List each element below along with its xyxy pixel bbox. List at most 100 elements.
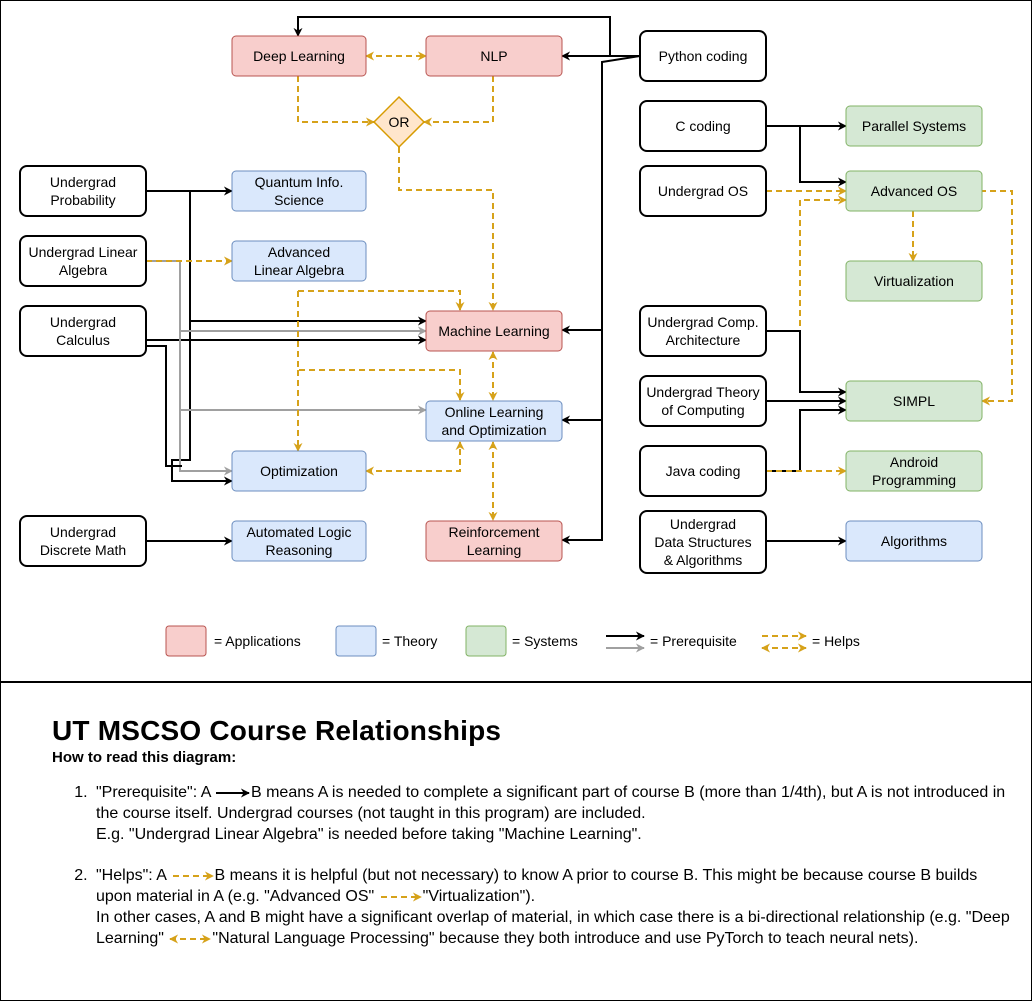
node-label: Undergrad OS xyxy=(658,183,748,199)
node-label: Programming xyxy=(872,472,956,488)
edge-linear-algebra-to-optimization xyxy=(179,410,233,476)
node-box xyxy=(639,510,767,574)
edge-comp-arch-to-simpl xyxy=(766,330,847,397)
node-algorithms: Algorithms xyxy=(845,520,983,562)
edge-optimization-online-learning xyxy=(365,441,465,476)
node-label: and Optimization xyxy=(441,422,546,438)
section-divider xyxy=(0,681,1032,683)
node-label: Discrete Math xyxy=(40,542,126,558)
legend-swatch-theory xyxy=(335,625,377,657)
node-label: Java coding xyxy=(666,463,741,479)
node-label: Automated Logic xyxy=(246,524,351,540)
node-label: Undergrad xyxy=(50,174,116,190)
node-box xyxy=(231,240,367,282)
node-box xyxy=(639,375,767,427)
node-label: Undergrad xyxy=(50,314,116,330)
legend-label-applications: = Applications xyxy=(214,633,301,649)
node-label: Deep Learning xyxy=(253,48,345,64)
node-online-learning: Online Learning and Optimization xyxy=(425,400,563,442)
node-label: Undergrad Theory xyxy=(646,384,759,400)
node-label: Virtualization xyxy=(874,273,954,289)
node-label: Undergrad xyxy=(670,516,736,532)
notes-section: UT MSCSO Course Relationships How to rea… xyxy=(52,714,1012,969)
edge-advanced-os-to-simpl xyxy=(980,190,1013,406)
legend-label-theory: = Theory xyxy=(382,633,437,649)
node-box xyxy=(639,445,767,497)
node-label: Python coding xyxy=(659,48,748,64)
node-label: Data Structures xyxy=(654,534,751,550)
node-java-coding: Java coding xyxy=(639,445,767,497)
node-python-coding: Python coding xyxy=(639,30,767,82)
page-subtitle: How to read this diagram: xyxy=(52,749,237,766)
note-helps-overlap: In other cases, A and B might have a sig… xyxy=(96,909,1010,947)
legend-label-systems: = Systems xyxy=(512,633,578,649)
node-advanced-os: Advanced OS xyxy=(845,170,983,212)
node-box xyxy=(639,30,767,82)
node-undergrad-os: Undergrad OS xyxy=(639,165,767,217)
node-label: Advanced xyxy=(268,244,330,260)
notes-list: "Prerequisite": A B means A is needed to… xyxy=(52,782,1012,949)
node-label: of Computing xyxy=(661,402,744,418)
edge-linear-algebra-to-machine-learning xyxy=(146,260,427,336)
note-helps: "Helps": A B means it is helpful (but no… xyxy=(92,865,1012,949)
node-label: Online Learning xyxy=(445,404,544,420)
node-nlp: NLP xyxy=(425,35,563,77)
node-box xyxy=(19,235,147,287)
note-helps-lead: "Helps": A xyxy=(96,867,167,884)
inline-helps-arrow-example xyxy=(380,892,422,902)
node-label: Algebra xyxy=(59,262,107,278)
legend-label-prerequisite: = Prerequisite xyxy=(650,633,737,649)
edge-deep-learning-to-or xyxy=(297,76,375,127)
edge-python-to-machine-learning xyxy=(561,55,641,335)
node-box xyxy=(845,105,983,147)
note-prerequisite-lead: "Prerequisite": A xyxy=(96,784,211,801)
node-label: Reasoning xyxy=(266,542,333,558)
node-undergrad-theory: Undergrad Theory of Computing xyxy=(639,375,767,427)
edge-java-to-simpl xyxy=(766,405,847,472)
note-prerequisite-example: E.g. "Undergrad Linear Algebra" is neede… xyxy=(96,826,642,843)
node-label: C coding xyxy=(675,118,730,134)
node-box xyxy=(425,35,563,77)
edge-or-to-machine-learning xyxy=(398,147,498,311)
node-optimization: Optimization xyxy=(231,450,367,492)
edge-calculus-to-online-learning xyxy=(146,345,182,467)
or-diamond xyxy=(372,95,426,149)
edge-c-to-advanced-os xyxy=(766,125,847,187)
node-label: Algorithms xyxy=(881,533,947,549)
node-box xyxy=(19,165,147,217)
node-simpl: SIMPL xyxy=(845,380,983,422)
node-label: SIMPL xyxy=(893,393,935,409)
note-helps-example: "Virtualization"). xyxy=(422,888,536,905)
node-box xyxy=(845,520,983,562)
node-label: Learning xyxy=(467,542,522,558)
node-label: Probability xyxy=(50,192,115,208)
node-label: Calculus xyxy=(56,332,110,348)
edge-probability-to-optimization xyxy=(171,191,233,486)
edge-python-to-reinforcement-learning xyxy=(561,420,603,545)
note-prerequisite: "Prerequisite": A B means A is needed to… xyxy=(92,782,1012,845)
node-box xyxy=(845,170,983,212)
node-box xyxy=(425,310,563,352)
inline-prereq-arrow xyxy=(215,788,250,798)
node-box xyxy=(845,450,983,492)
edge-python-to-online-learning xyxy=(561,330,603,425)
or-label: OR xyxy=(389,114,410,130)
node-box xyxy=(639,100,767,152)
node-label: Architecture xyxy=(666,332,741,348)
edges-layer xyxy=(146,16,1013,546)
node-label: Reinforcement xyxy=(448,524,539,540)
node-box xyxy=(231,450,367,492)
node-box xyxy=(639,305,767,357)
legend-swatch-applications xyxy=(165,625,207,657)
edge-advanced-la-to-machine-learning xyxy=(298,290,465,311)
page-title: UT MSCSO Course Relationships xyxy=(52,715,502,746)
